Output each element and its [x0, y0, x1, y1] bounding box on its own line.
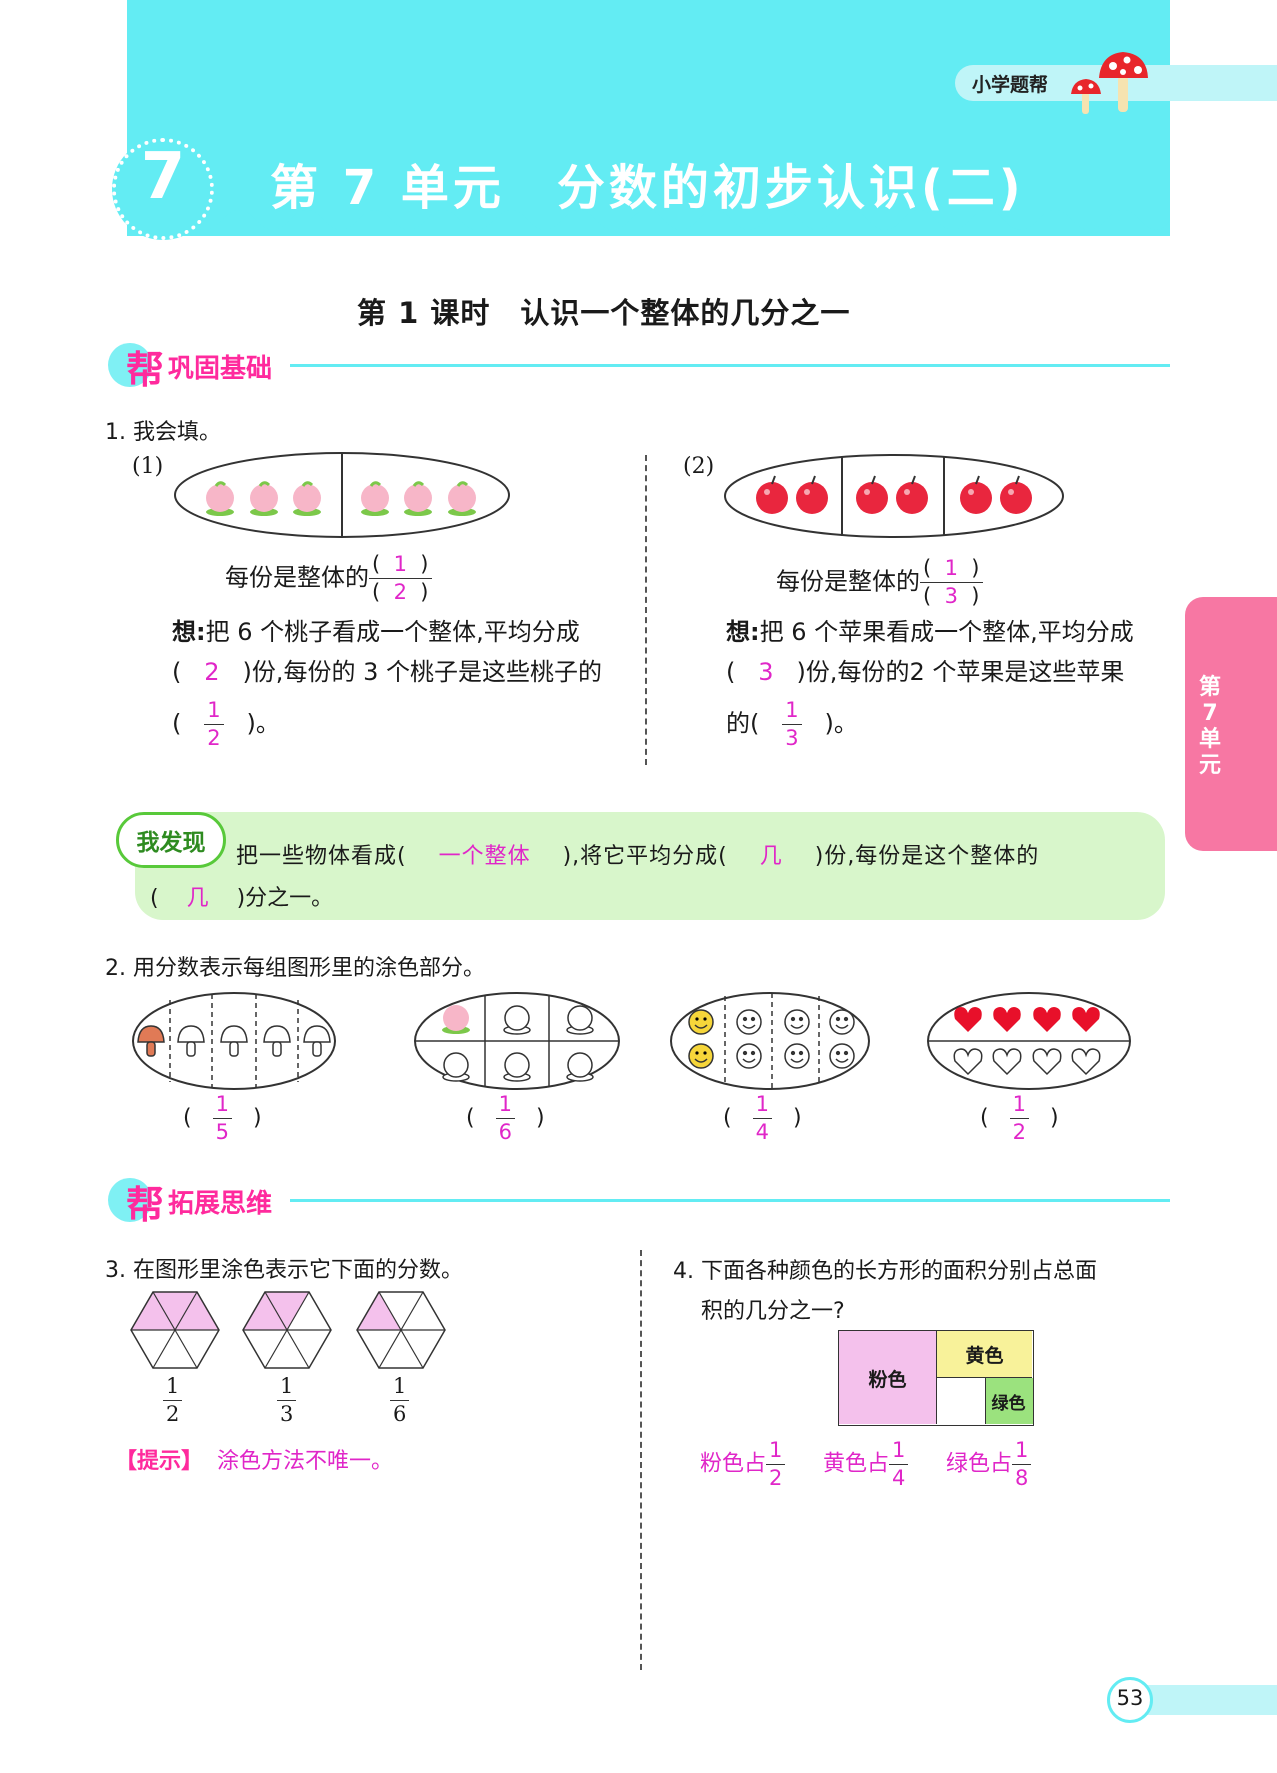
header-wave-edge	[127, 210, 1170, 230]
section-mark: 帮	[126, 1183, 165, 1227]
hexagon-sixth-shaded	[356, 1291, 446, 1369]
question-4-title: 4. 下面各种颜色的长方形的面积分别占总面 积的几分之一?	[673, 1259, 1097, 1324]
yellow-label: 黄色	[965, 1345, 1004, 1367]
green-label: 绿色	[991, 1394, 1026, 1414]
q1-part2-each-fraction: ( 1 )( 3 )	[920, 558, 983, 607]
heart-group-oval	[927, 992, 1131, 1090]
q1-part1-think: 想:把 6 个桃子看成一个整体,平均分成 ( 2 )份,每份的 3 个桃子是这些…	[172, 618, 602, 750]
page-number-badge	[1107, 1677, 1153, 1723]
mushroom-icon	[1071, 52, 1148, 114]
q3-hint: 【提示】 涂色方法不唯一。	[115, 1449, 394, 1474]
section-heading-basics: 巩固基础	[168, 354, 273, 384]
apple-oval	[724, 454, 1064, 538]
column-divider	[645, 455, 647, 765]
unit-side-tab	[1185, 597, 1277, 851]
discover-line2: ( 几 )分之一。	[150, 886, 334, 911]
header-banner	[127, 0, 1170, 236]
discover-badge-label: 我发现	[136, 830, 206, 856]
green-region	[985, 1378, 1033, 1424]
q1-part1-tag: (1)	[132, 454, 164, 479]
discover-badge	[116, 812, 226, 868]
q1-part2-think: 想:把 6 个苹果看成一个整体,平均分成 ( 3 )份,每份的2 个苹果是这些苹…	[726, 618, 1134, 750]
discover-box	[135, 812, 1165, 920]
pink-label: 粉色	[868, 1369, 907, 1391]
heart-shaded-icon	[954, 1007, 1100, 1032]
peach-group-oval	[414, 992, 620, 1090]
mushroom-shaded-icon	[137, 1025, 165, 1057]
q1-part1-each-line: 每份是整体的( 1 )( 2 )	[225, 554, 432, 603]
hexagon-third-shaded	[242, 1291, 332, 1369]
smiley-group-oval	[670, 992, 870, 1090]
section-divider	[290, 1199, 1170, 1202]
unit-title: 第 7 单元 分数的初步认识(二)	[270, 160, 1025, 216]
page-number: 53	[1116, 1686, 1144, 1710]
question-1-title: 1. 我会填。	[105, 420, 221, 445]
pink-region	[839, 1331, 937, 1424]
q1-part2-each-line: 每份是整体的( 1 )( 3 )	[776, 558, 983, 607]
unit-number: 7	[140, 140, 186, 214]
section-bubble	[108, 343, 152, 387]
apple-icon	[756, 475, 1032, 514]
q1-part2-tag: (2)	[683, 454, 715, 479]
smiley-shaded-icon	[688, 1009, 714, 1069]
peach-shaded-icon	[442, 1005, 470, 1034]
hexagon-half-shaded	[130, 1291, 220, 1369]
brand-label: 小学题帮	[972, 74, 1049, 96]
section-bubble	[108, 1178, 152, 1222]
mushroom-group-oval	[132, 992, 336, 1090]
peach-oval	[174, 452, 510, 538]
yellow-region	[937, 1331, 1032, 1378]
area-rectangle: 粉色 黄色 绿色	[838, 1330, 1034, 1426]
discover-line1: 把一些物体看成( 一个整体 ),将它平均分成( 几 )份,每份是这个整体的	[236, 844, 1040, 869]
unit-side-label: 第7单元	[1198, 675, 1221, 778]
section-mark: 帮	[126, 348, 165, 392]
question-2-title: 2. 用分数表示每组图形里的涂色部分。	[105, 956, 485, 981]
question-3-title: 3. 在图形里涂色表示它下面的分数。	[105, 1258, 463, 1283]
lesson-title: 第 1 课时 认识一个整体的几分之一	[357, 296, 851, 330]
peach-icon	[206, 481, 476, 516]
column-divider	[640, 1250, 642, 1670]
section-divider	[290, 364, 1170, 367]
unit-number-badge	[112, 138, 214, 240]
q1-part1-each-fraction: ( 1 )( 2 )	[369, 554, 432, 603]
section-heading-extension: 拓展思维	[168, 1189, 273, 1219]
